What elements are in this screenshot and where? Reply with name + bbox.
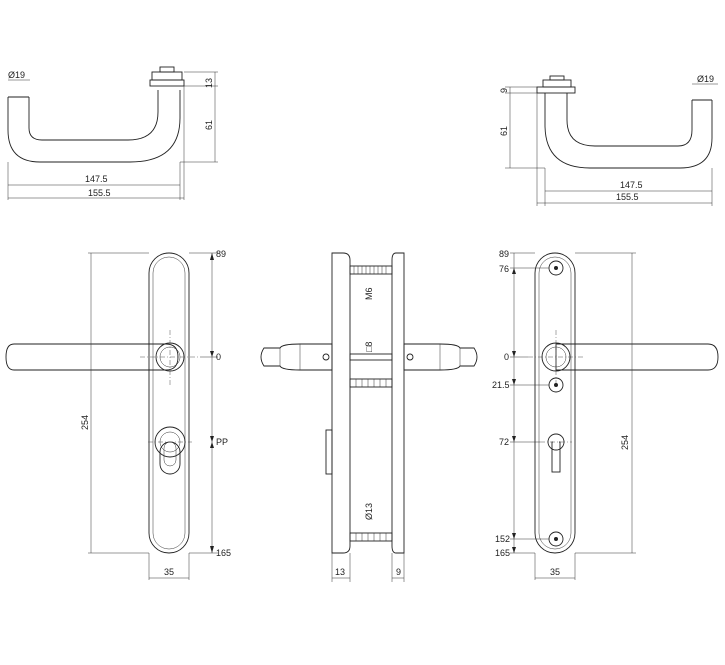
dim-front-right-width: 35 — [550, 567, 560, 577]
handle-side-view-right: Ø19 9 61 147.5 155.5 — [499, 74, 718, 206]
dim-side-thickness-left: 13 — [335, 567, 345, 577]
dim-front-left-pp: PP — [216, 437, 228, 447]
plate-front-view-left: 89 0 PP 165 254 35 — [5, 249, 231, 580]
dim-drop-top-left: 61 — [204, 120, 214, 130]
label-sq8: □8 — [364, 342, 374, 352]
dim-front-right-height: 254 — [620, 435, 630, 450]
dim-front-right-21-5: 21.5 — [492, 380, 510, 390]
dim-front-left-width: 35 — [164, 567, 174, 577]
dim-front-right-76: 76 — [499, 264, 509, 274]
dim-length-outer-top-left: 155.5 — [88, 188, 111, 198]
label-dia13: Ø13 — [364, 503, 374, 520]
dim-side-thickness-right: 9 — [396, 567, 401, 577]
dim-dia-top-left: Ø19 — [8, 70, 25, 80]
dim-front-right-zero: 0 — [504, 352, 509, 362]
dim-drop-top-right: 61 — [499, 126, 509, 136]
dim-front-right-152: 152 — [495, 534, 510, 544]
dim-length-inner-top-left: 147.5 — [85, 174, 108, 184]
dim-front-left-bottom: 165 — [216, 548, 231, 558]
dim-front-left-height: 254 — [80, 415, 90, 430]
handle-side-view-left: Ø19 13 61 147.5 155.5 — [7, 66, 218, 200]
dim-front-right-72: 72 — [499, 437, 509, 447]
dim-front-right-top: 89 — [499, 249, 509, 259]
dim-front-right-165: 165 — [495, 548, 510, 558]
dim-front-left-top: 89 — [216, 249, 226, 259]
dim-front-left-zero: 0 — [216, 352, 221, 362]
plate-side-section: M6 □8 Ø13 13 9 — [260, 252, 478, 582]
dim-length-outer-top-right: 155.5 — [616, 192, 639, 202]
dim-length-inner-top-right: 147.5 — [620, 180, 643, 190]
dim-rose-height-top-left: 13 — [204, 78, 214, 88]
plate-front-view-right: 89 76 0 21.5 72 152 165 254 35 — [492, 249, 719, 580]
dim-rose-height-top-right: 9 — [499, 88, 509, 93]
label-m6: M6 — [364, 287, 374, 300]
dim-dia-top-right: Ø19 — [697, 74, 714, 84]
